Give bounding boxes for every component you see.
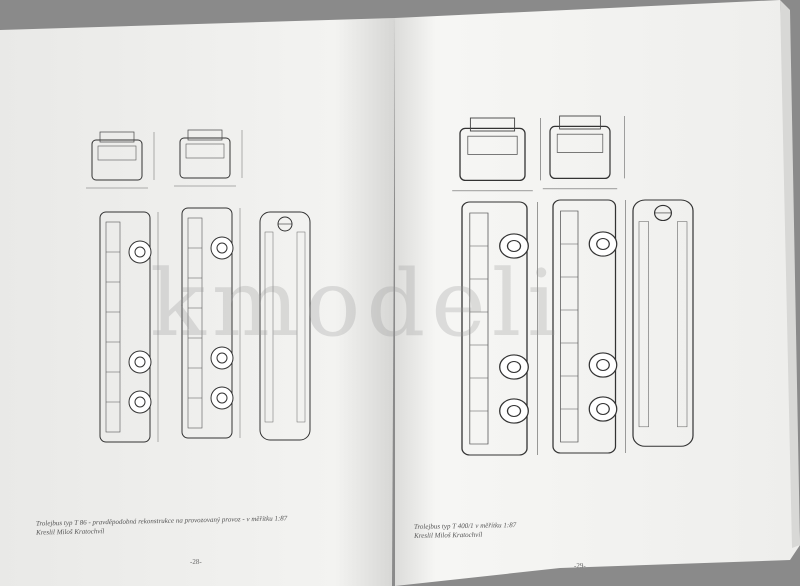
left-page-number: -28- xyxy=(190,558,202,566)
right-caption-line2: Kreslil Miloš Kratochvíl xyxy=(414,530,483,540)
right-page xyxy=(395,0,800,586)
right-page-number: -29- xyxy=(574,562,586,570)
watermark: kmodeli xyxy=(150,250,563,357)
right-caption: Trolejbus typ T 400/1 v měřítku 1:87 Kre… xyxy=(414,521,517,541)
